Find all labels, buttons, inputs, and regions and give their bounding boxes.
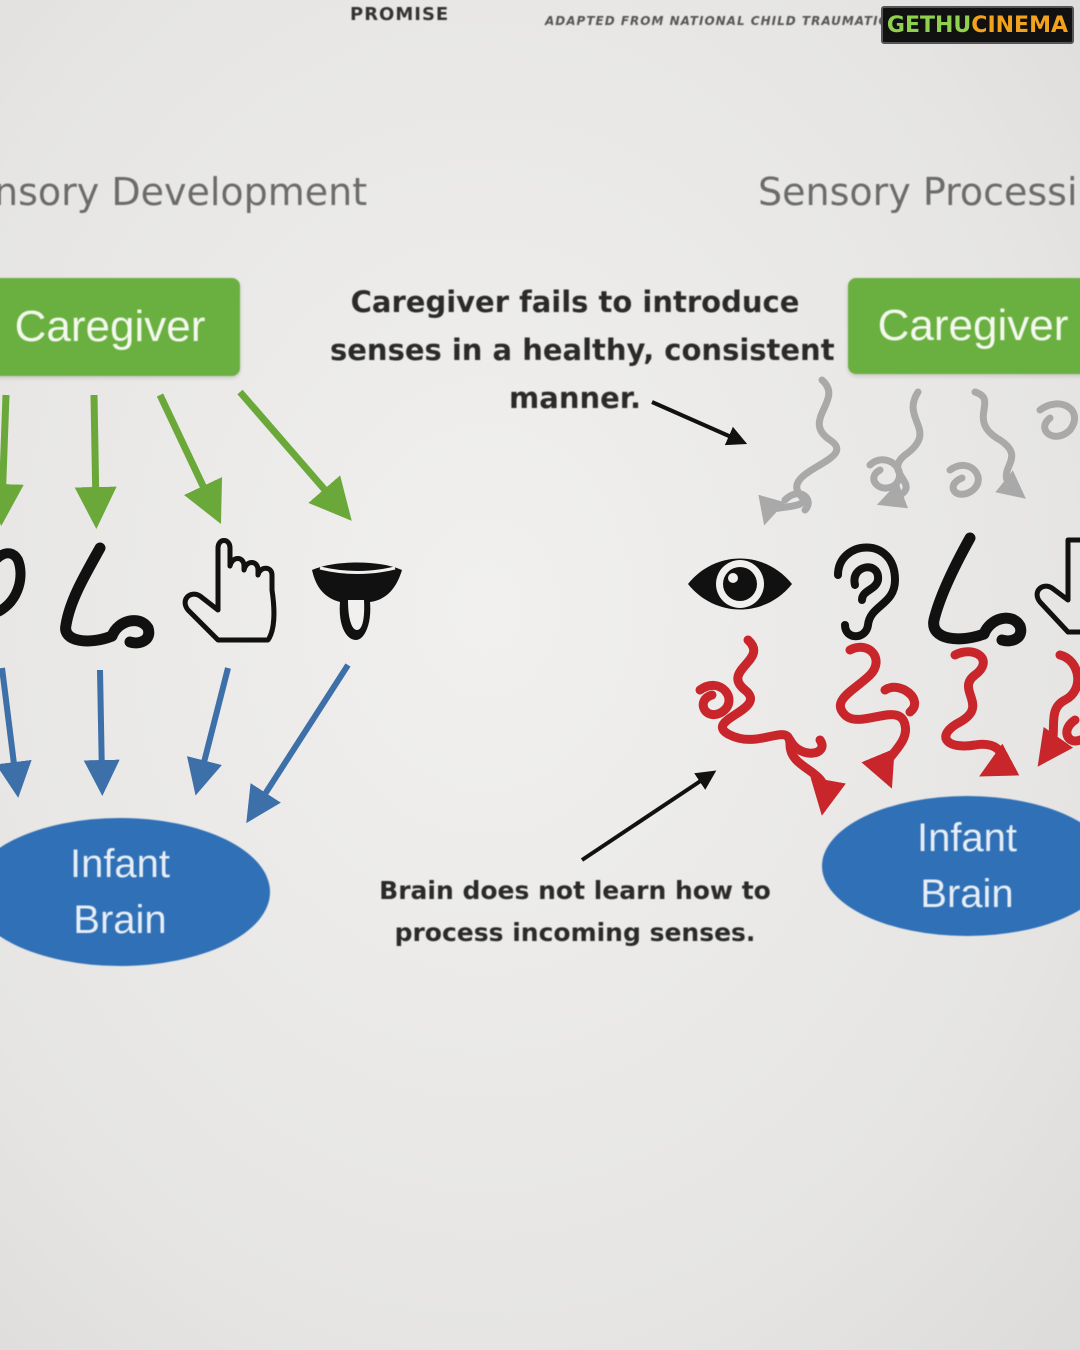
top-caption-line-2: senses in a healthy, consistent [330, 333, 835, 367]
right-caregiver-label: Caregiver [877, 301, 1069, 350]
bottom-caption-line-2: process incoming senses. [394, 918, 756, 947]
promise-logo-text: PROMISE [350, 4, 450, 25]
bottom-caption-line-1: Brain does not learn how to [379, 876, 771, 905]
gethu-cinema-watermark: GETHU CINEMA [880, 6, 1074, 44]
left-green-arrows [0, 389, 352, 529]
red-squiggles [695, 635, 1080, 816]
left-blue-arrows [0, 663, 351, 824]
watermark-part-2: CINEMA [971, 12, 1068, 38]
left-caregiver-box: Caregiver [0, 278, 240, 376]
top-caption-line-3: manner. [509, 381, 641, 415]
left-eye-icon [0, 548, 26, 617]
slide-header-strip: PROMISE ADAPTED FROM NATIONAL CHILD TRAU… [0, 0, 1080, 40]
green-arrow [156, 393, 223, 524]
right-hand-icon [1034, 537, 1080, 635]
blue-arrow [186, 667, 231, 796]
watermark-part-1: GETHU [886, 12, 972, 38]
left-infant-brain: Infant Brain [0, 818, 270, 966]
bottom-caption-pointer-arrow [580, 770, 717, 862]
right-nose-icon [928, 532, 1027, 647]
left-brain-line-1: Infant [69, 842, 171, 886]
adapted-from-note: ADAPTED FROM NATIONAL CHILD TRAUMATIC S [545, 14, 904, 28]
left-brain-line-2: Brain [73, 898, 167, 942]
right-brain-line-2: Brain [920, 872, 1014, 916]
left-caregiver-label: Caregiver [14, 302, 206, 351]
top-caption-line-1: Caregiver fails to introduce [350, 285, 800, 319]
left-tongue-icon [312, 562, 402, 640]
right-caregiver-box: Caregiver [848, 278, 1080, 374]
gray-squiggles [758, 376, 1079, 526]
left-heading: nsory Development [0, 170, 368, 214]
top-caption-pointer-arrow [651, 400, 748, 446]
right-brain-line-1: Infant [916, 816, 1018, 860]
right-heading: Sensory Processing [758, 170, 1080, 214]
green-arrow [237, 389, 352, 521]
top-caption: Caregiver fails to introduce senses in a… [330, 278, 835, 422]
right-ear-icon [834, 543, 900, 641]
green-arrow [0, 394, 24, 526]
bottom-caption: Brain does not learn how to process inco… [360, 870, 790, 954]
blue-arrow [83, 669, 120, 796]
right-eye-icon [688, 558, 792, 610]
blue-arrow [246, 663, 351, 824]
right-infant-brain: Infant Brain [822, 796, 1080, 936]
blue-arrow [0, 667, 32, 798]
left-hand-icon [182, 538, 277, 643]
left-nose-icon [60, 542, 155, 649]
green-arrow [74, 394, 117, 529]
